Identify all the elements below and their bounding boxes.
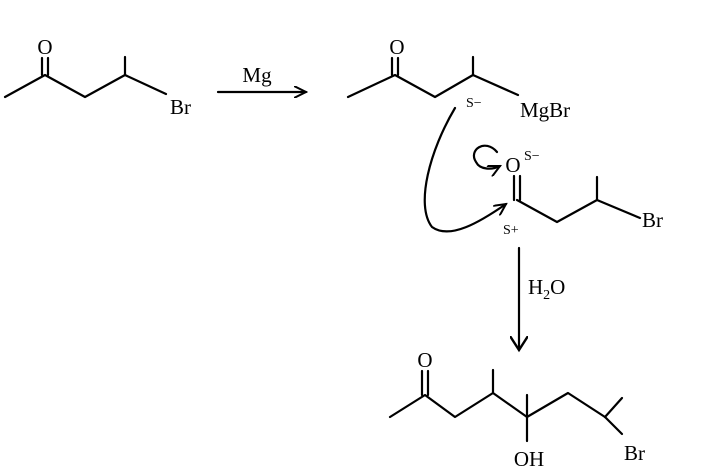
reactant-molecule: O Br — [3, 35, 191, 119]
electron-shift-arrow — [473, 144, 500, 169]
grignard-molecule: O S− MgBr — [346, 35, 570, 122]
reactant-skeleton — [3, 73, 168, 99]
mg-reagent-label: Mg — [242, 63, 272, 87]
reactant-oxygen-label: O — [37, 35, 52, 59]
product-molecule: O OH Br — [388, 348, 645, 471]
electrophile-carbon-charge: S+ — [503, 223, 519, 238]
grignard-mgbr-label: MgBr — [520, 98, 570, 122]
reactant-bromine-label: Br — [170, 95, 191, 119]
electrophile-oxygen-charge: S− — [524, 149, 540, 164]
nucleophilic-attack-arrow — [423, 106, 506, 233]
electrophile-bromine-label: Br — [642, 208, 663, 232]
electrophile-skeleton — [515, 198, 642, 224]
water-reagent-label: H2O — [528, 275, 565, 303]
grignard-skeleton — [346, 73, 520, 99]
product-hydroxyl-label: OH — [514, 447, 544, 471]
grignard-oxygen-label: O — [389, 35, 404, 59]
product-skeleton — [388, 391, 607, 419]
grignard-partial-charge: S− — [466, 96, 482, 111]
product-bromine-label: Br — [624, 441, 645, 465]
product-cbr-bond — [603, 415, 624, 436]
product-methyl-3 — [603, 396, 624, 419]
electrophile-molecule: O S− S+ Br — [503, 149, 663, 238]
electrophile-oxygen-label: O — [505, 153, 520, 177]
product-oxygen-label: O — [417, 348, 432, 372]
